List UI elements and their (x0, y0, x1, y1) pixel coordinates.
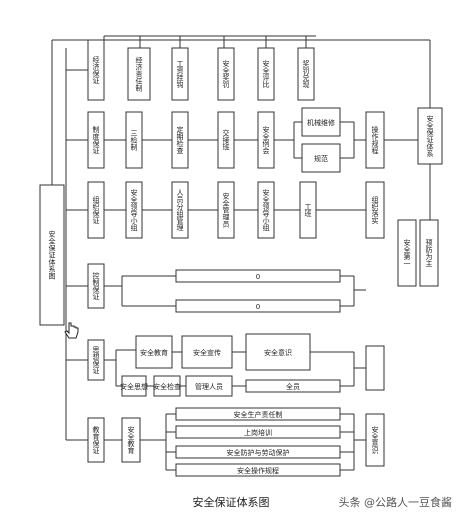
svg-text:奖罚兑现: 奖罚兑现 (302, 59, 310, 89)
svg-text:交接班: 交接班 (222, 129, 230, 152)
node-r1-2: 工资挂钩 (171, 47, 189, 101)
svg-text:0: 0 (256, 273, 260, 281)
node-r4-1: 0 (175, 269, 341, 283)
svg-text:安全管理员: 安全管理员 (222, 192, 230, 229)
node-root: 安全保证体系图 (39, 184, 65, 326)
node-r3-head: 组织保证 (87, 181, 105, 239)
svg-text:安全评比: 安全评比 (262, 59, 270, 89)
svg-text:思想保证: 思想保证 (92, 346, 100, 375)
node-r3-5: 工班 (299, 181, 317, 239)
node-r2-1: 三检制 (125, 111, 143, 169)
node-r1-3: 安全奖罚 (217, 47, 235, 101)
watermark-text: 头条 @公路人一豆食酱 (338, 496, 453, 509)
node-r2-4: 安全例会 (257, 111, 275, 169)
node-r6-4: 安全防护与劳动保护 (175, 445, 341, 459)
hand-cursor-icon (64, 322, 80, 346)
node-r2-2: 定期检查 (171, 111, 189, 169)
node-r3-3: 安全管理员 (217, 181, 235, 239)
node-r1-4: 安全评比 (257, 47, 275, 101)
svg-text:规范: 规范 (314, 154, 328, 163)
node-r1-1: 经济责任制 (127, 47, 151, 101)
svg-text:安全奖罚: 安全奖罚 (222, 59, 230, 89)
svg-text:制度保证: 制度保证 (92, 125, 100, 155)
node-r2-head: 制度保证 (87, 111, 105, 169)
node-r3-2: 人员分组管理 (171, 181, 189, 239)
svg-text:安全教育: 安全教育 (140, 348, 168, 357)
svg-text:组织落实: 组织落实 (371, 195, 379, 225)
node-r5-1: 安全教育 (135, 335, 173, 369)
node-r5-3: 安全意识 (245, 333, 311, 371)
node-r5-8 (365, 345, 385, 391)
svg-text:安全领导小组: 安全领导小组 (262, 188, 270, 231)
svg-text:机械维修: 机械维修 (307, 118, 335, 127)
node-r4-head: 控制保证 (87, 263, 105, 309)
svg-text:经济保证: 经济保证 (92, 55, 100, 85)
svg-text:教育保证: 教育保证 (92, 425, 100, 455)
node-r6-head: 教育保证 (87, 417, 105, 463)
node-r5-7: 全员 (245, 379, 341, 393)
node-r6-2: 安全生产责任制 (175, 407, 341, 421)
node-r5-head: 思想保证 (87, 339, 105, 381)
svg-text:经济责任制: 经济责任制 (135, 56, 143, 93)
svg-text:安全防护与劳动保护: 安全防护与劳动保护 (227, 448, 290, 457)
node-r6-5: 安全操作规程 (175, 463, 341, 477)
node-r5-6: 管理人员 (185, 375, 233, 397)
node-right-2: 预防为主 (419, 219, 439, 287)
node-r2-3: 交接班 (217, 111, 235, 169)
svg-text:上岗培训: 上岗培训 (244, 428, 272, 437)
svg-text:安全例会: 安全例会 (262, 125, 270, 155)
svg-text:三检制: 三检制 (130, 130, 138, 152)
node-r3-1: 安全领导小组 (125, 181, 143, 239)
node-r1-head: 经济保证 (87, 39, 105, 101)
node-r2-5: 机械维修 (301, 107, 341, 137)
node-r6-1: 安全教育 (121, 417, 141, 463)
svg-text:安全保证体系: 安全保证体系 (426, 114, 434, 157)
svg-text:安全领导小组: 安全领导小组 (130, 188, 138, 231)
node-r5-4: 安全思想 (120, 375, 148, 397)
svg-text:0: 0 (256, 303, 260, 311)
svg-text:安全意识: 安全意识 (371, 425, 379, 455)
svg-text:组织保证: 组织保证 (92, 195, 100, 225)
node-r4-2: 0 (175, 299, 341, 313)
svg-text:安全第一: 安全第一 (403, 238, 411, 267)
svg-text:安全保证体系图: 安全保证体系图 (48, 230, 56, 281)
node-r1-5: 奖罚兑现 (297, 47, 315, 101)
connector-lines (51, 35, 431, 471)
svg-text:安全意识: 安全意识 (264, 348, 292, 357)
node-r2-6: 规范 (301, 143, 341, 173)
svg-text:安全思想: 安全思想 (120, 382, 148, 391)
svg-text:人员分组管理: 人员分组管理 (176, 189, 184, 231)
svg-text:管理人员: 管理人员 (195, 382, 223, 391)
node-right-1: 安全第一 (397, 219, 417, 287)
node-r5-2: 安全宣传 (181, 335, 233, 369)
svg-text:工班: 工班 (304, 203, 312, 218)
node-r3-6: 组织落实 (365, 181, 385, 239)
svg-text:工资挂钩: 工资挂钩 (176, 60, 184, 89)
svg-text:安全宣传: 安全宣传 (193, 348, 221, 357)
node-r6-6: 安全意识 (365, 413, 385, 467)
svg-text:预防为主: 预防为主 (425, 238, 433, 267)
node-r6-3: 上岗培训 (175, 425, 341, 439)
node-right-top: 安全保证体系 (417, 107, 443, 165)
node-r2-7: 操作规程 (365, 111, 385, 169)
svg-text:安全检查: 安全检查 (153, 382, 181, 391)
diagram-caption: 安全保证体系图 (192, 496, 270, 509)
node-r3-4: 安全领导小组 (257, 181, 275, 239)
svg-text:安全操作规程: 安全操作规程 (237, 466, 279, 475)
svg-text:安全教育: 安全教育 (127, 425, 135, 455)
svg-text:定期检查: 定期检查 (176, 125, 184, 154)
svg-text:操作规程: 操作规程 (371, 125, 379, 155)
svg-text:安全生产责任制: 安全生产责任制 (234, 410, 283, 419)
node-r5-5: 安全检查 (153, 375, 181, 397)
svg-text:全员: 全员 (286, 382, 300, 391)
svg-text:控制保证: 控制保证 (92, 271, 100, 301)
